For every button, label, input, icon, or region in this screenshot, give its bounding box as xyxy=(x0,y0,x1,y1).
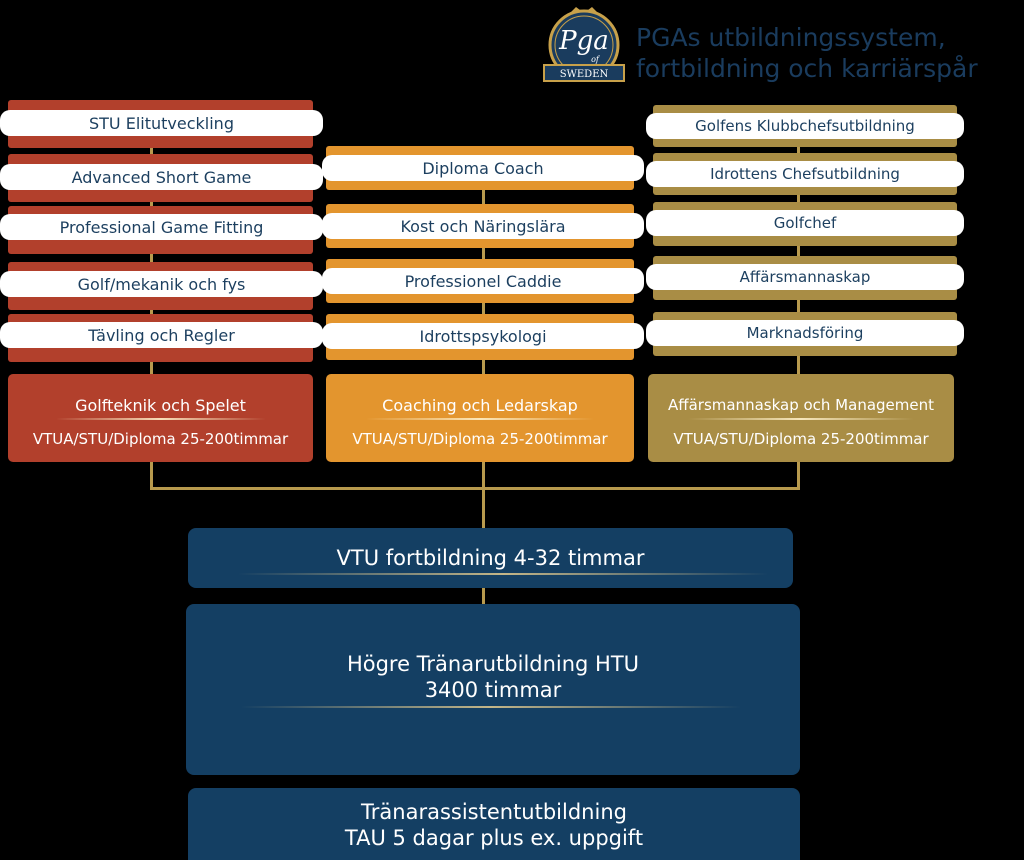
vtu-label: VTU fortbildning 4-32 timmar xyxy=(336,546,645,570)
title-line-2: fortbildning och karriärspår xyxy=(636,54,978,83)
middle-item-3: Professionel Caddie xyxy=(322,268,644,294)
middle-category-subtitle: VTUA/STU/Diploma 25-200timmar xyxy=(352,430,608,448)
htu-label-line-1: Högre Tränarutbildning HTU xyxy=(346,652,640,676)
left-category-subtitle: VTUA/STU/Diploma 25-200timmar xyxy=(32,430,289,448)
right-item-1: Golfens Klubbchefsutbildning xyxy=(646,113,964,139)
svg-text:of: of xyxy=(591,55,601,64)
svg-text:Pga: Pga xyxy=(558,26,609,56)
tau-label-line-1: Tränarassistentutbildning xyxy=(361,800,627,824)
left-category-title: Golfteknik och Spelet xyxy=(75,396,246,415)
vtu-divider xyxy=(238,573,768,575)
title-line-1: PGAs utbildningssystem, xyxy=(636,23,946,52)
left-item-2: Advanced Short Game xyxy=(0,164,323,190)
htu-divider xyxy=(241,706,741,708)
right-category-box: Affärsmannaskap och Management VTUA/STU/… xyxy=(648,374,954,462)
connector-vtu-htu xyxy=(482,588,485,604)
right-item-5: Marknadsföring xyxy=(646,320,964,346)
tau-label-line-2: TAU 5 dagar plus ex. uppgift xyxy=(344,826,644,850)
htu-label-line-2: 3400 timmar xyxy=(424,678,562,702)
tau-box: Tränarassistentutbildning TAU 5 dagar pl… xyxy=(188,788,800,860)
middle-item-1: Diploma Coach xyxy=(322,155,644,181)
left-item-5: Tävling och Regler xyxy=(0,322,323,348)
connector-right-vertical xyxy=(797,110,800,490)
right-category-title: Affärsmannaskap och Management xyxy=(667,396,934,414)
htu-box: Högre Tränarutbildning HTU 3400 timmar xyxy=(186,604,800,775)
middle-category-divider xyxy=(366,418,594,420)
left-item-1: STU Elitutveckling xyxy=(0,110,323,136)
vtu-box: VTU fortbildning 4-32 timmar xyxy=(188,528,793,588)
left-item-4: Golf/mekanik och fys xyxy=(0,271,323,297)
middle-category-box: Coaching och Ledarskap VTUA/STU/Diploma … xyxy=(326,374,634,462)
connector-horizontal xyxy=(150,487,800,490)
right-item-3: Golfchef xyxy=(646,210,964,236)
right-item-4: Affärsmannaskap xyxy=(646,264,964,290)
middle-item-2: Kost och Näringslära xyxy=(322,213,644,239)
pga-sweden-logo: Pga of SWEDEN xyxy=(540,5,628,85)
svg-text:SWEDEN: SWEDEN xyxy=(560,69,609,80)
left-item-3: Professional Game Fitting xyxy=(0,214,323,240)
left-category-box: Golfteknik och Spelet VTUA/STU/Diploma 2… xyxy=(8,374,313,462)
right-item-2: Idrottens Chefsutbildning xyxy=(646,161,964,187)
middle-item-4: Idrottspsykologi xyxy=(322,323,644,349)
middle-category-title: Coaching och Ledarskap xyxy=(382,396,578,415)
right-category-subtitle: VTUA/STU/Diploma 25-200timmar xyxy=(673,430,929,448)
right-category-divider xyxy=(688,418,914,420)
left-category-divider xyxy=(56,418,266,420)
page-title: PGAs utbildningssystem, fortbildning och… xyxy=(636,22,1024,84)
